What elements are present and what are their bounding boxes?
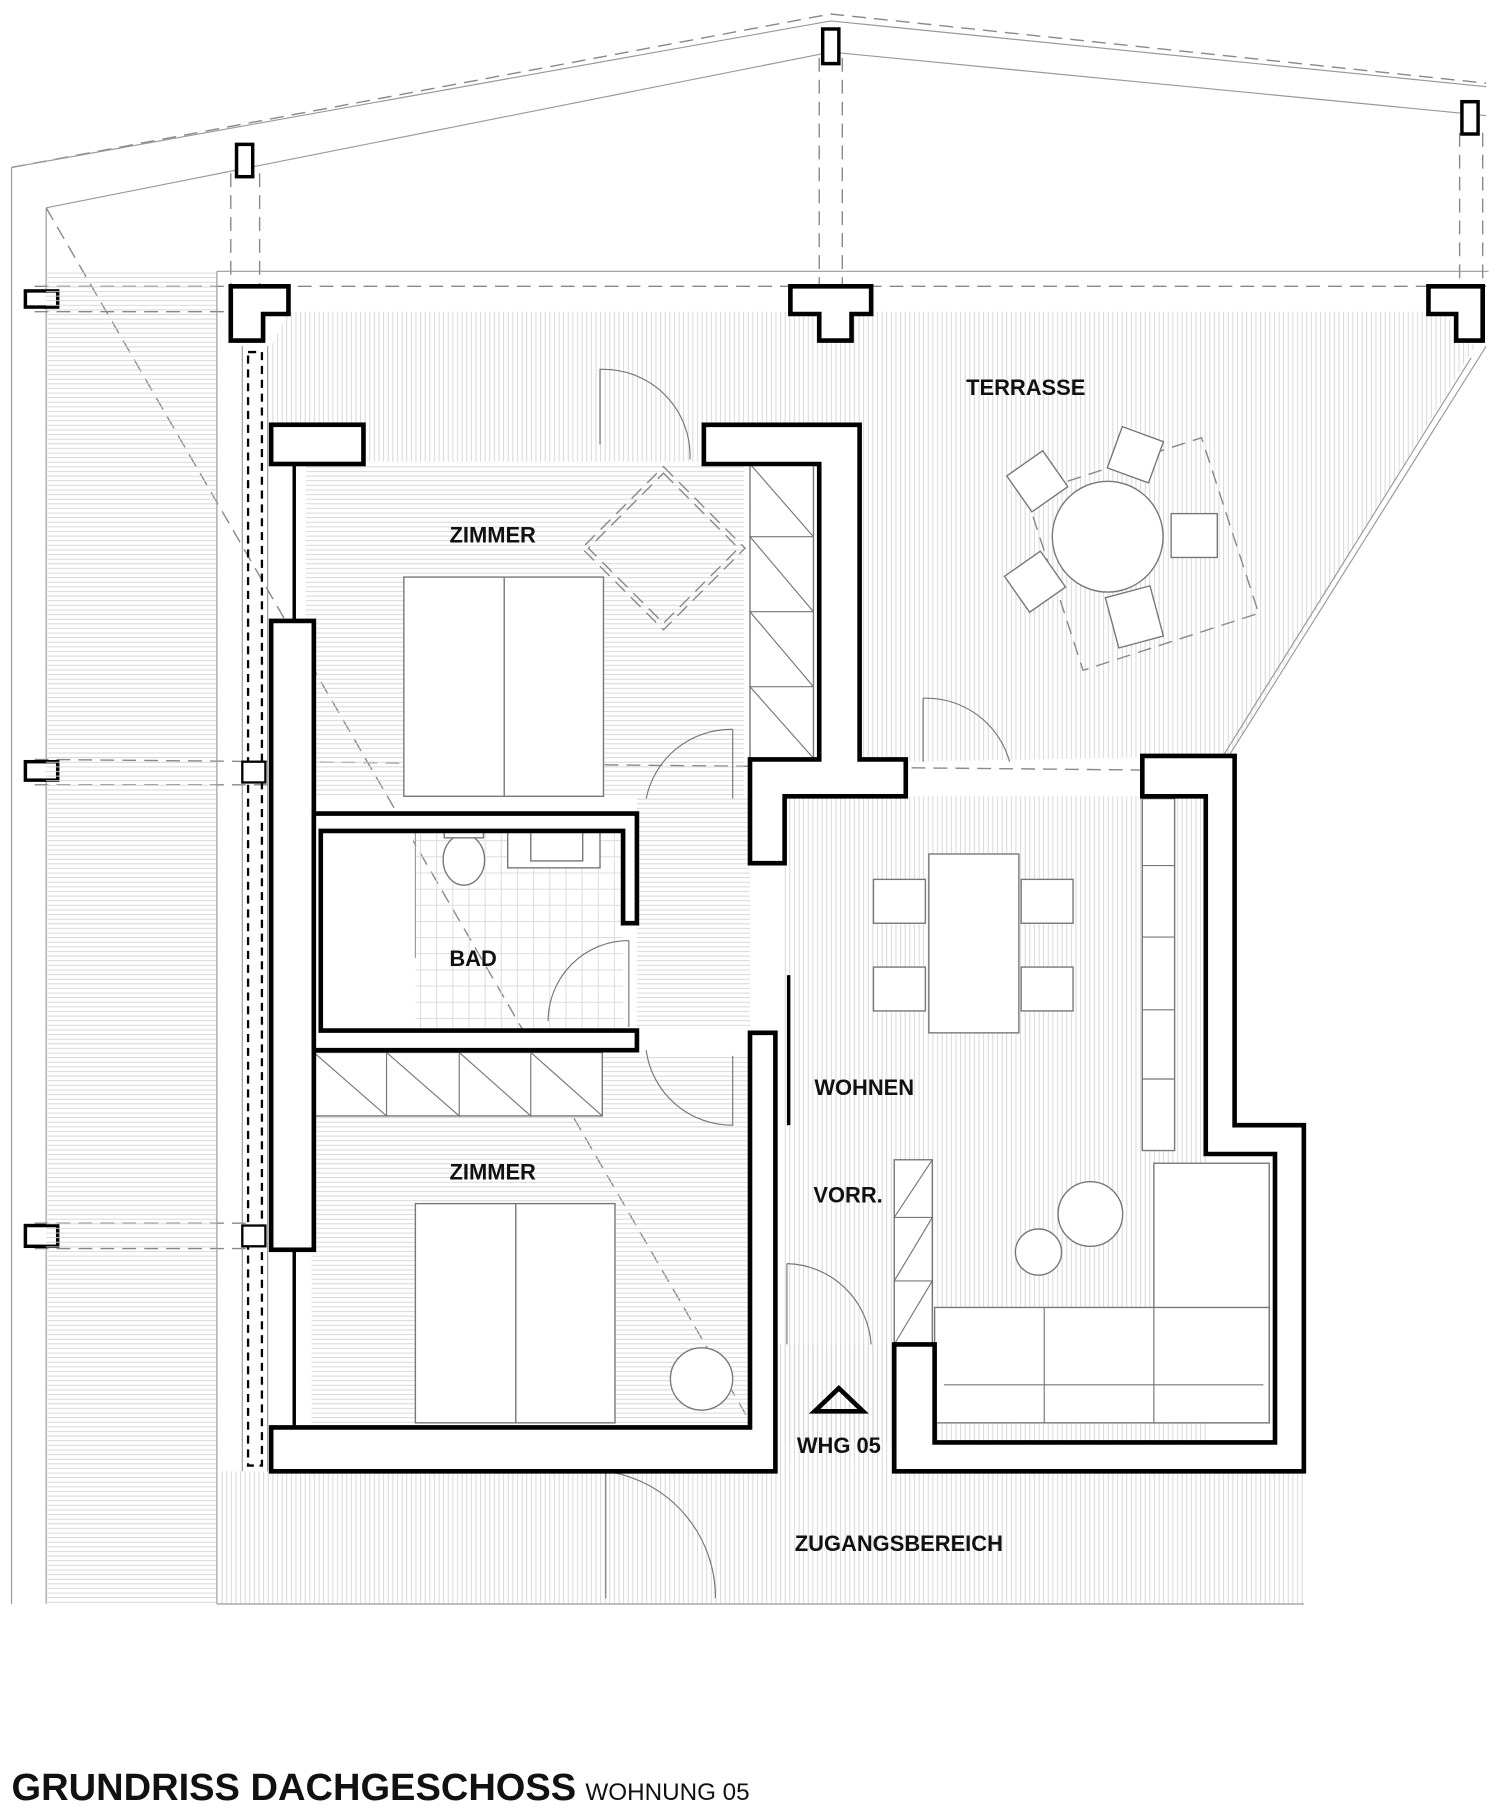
terrace-table-set (1003, 425, 1260, 672)
title-main: GRUNDRISS DACHGESCHOSS (12, 1767, 577, 1809)
label-zimmer-top: ZIMMER (449, 522, 536, 547)
dining-set (872, 853, 1074, 1034)
label-terrasse: TERRASSE (966, 375, 1085, 400)
label-wohnen: WOHNEN (814, 1075, 914, 1100)
label-zimmer-bottom: ZIMMER (449, 1159, 536, 1184)
wardrobe-vorr (893, 1159, 934, 1346)
wardrobe-top (748, 463, 815, 759)
furniture (313, 425, 1270, 1424)
sofa (933, 1162, 1270, 1424)
label-bad: BAD (449, 946, 496, 971)
doors (547, 368, 1011, 1599)
title-sub: WOHNUNG 05 (585, 1779, 749, 1806)
wardrobe-bottom (313, 1051, 603, 1118)
window-strip (241, 346, 269, 1472)
entrance-triangle-icon (808, 1385, 869, 1414)
walls (228, 283, 1485, 1474)
bench-right (1141, 797, 1176, 1152)
drawing-title: GRUNDRISS DACHGESCHOSS WOHNUNG 05 (12, 1767, 750, 1809)
label-zugangsbereich: ZUGANGSBEREICH (795, 1531, 1003, 1556)
label-entrance: WHG 05 (797, 1433, 881, 1458)
label-vorraum: VORR. (813, 1182, 882, 1207)
